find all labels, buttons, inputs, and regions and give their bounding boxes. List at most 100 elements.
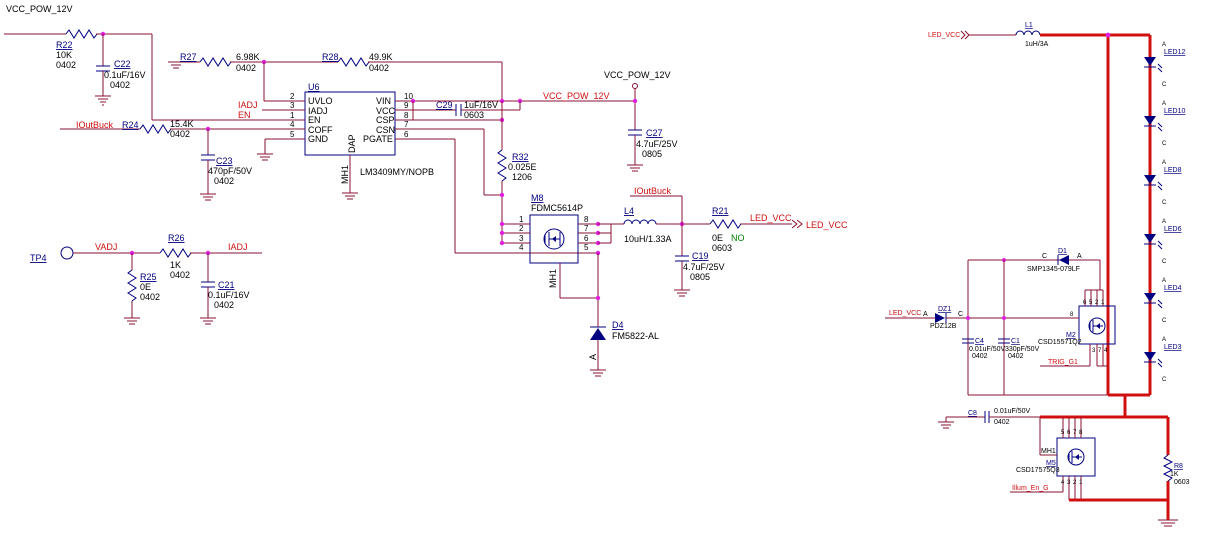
u6-mh: MH1 bbox=[340, 165, 350, 184]
u6-pin4-num: 4 bbox=[290, 120, 295, 129]
net-label-led-vcc-port: LED_VCC bbox=[806, 220, 848, 230]
r27-r28-section: R27 6.98K 0402 R28 49.9K 0402 bbox=[168, 52, 503, 102]
r22-symbol bbox=[65, 29, 98, 39]
led-pin-a: A bbox=[1162, 42, 1166, 48]
l1-value: 1uH/3A bbox=[1025, 41, 1049, 48]
r21-symbol bbox=[709, 219, 742, 229]
r22-value: 10K bbox=[56, 50, 72, 60]
u6-part: LM3409MY/NOPB bbox=[360, 167, 434, 177]
c8-ref: C8 bbox=[968, 410, 977, 417]
r25-pkg: 0402 bbox=[140, 292, 160, 302]
d1-value: SMP1345-079LF bbox=[1027, 266, 1080, 273]
c19-pkg: 0805 bbox=[690, 272, 710, 282]
led-ref: LED6 bbox=[1164, 226, 1182, 233]
r32-ref: R32 bbox=[512, 152, 529, 162]
net-label-ioutbuck-in: IOutBuck bbox=[76, 120, 114, 130]
r24-ref: R24 bbox=[122, 120, 139, 130]
u6-pin10-num: 10 bbox=[404, 92, 413, 101]
r21-value: 0E bbox=[712, 233, 723, 243]
r26-pkg: 0402 bbox=[170, 270, 190, 280]
l1-ref: L1 bbox=[1025, 22, 1033, 29]
svg-text:5: 5 bbox=[584, 243, 589, 252]
net-label-ioutbuck-out: IOutBuck bbox=[634, 186, 672, 196]
r28-symbol bbox=[337, 57, 370, 67]
r22-pkg: 0402 bbox=[56, 60, 76, 70]
c27-ref: C27 bbox=[646, 128, 663, 138]
u6-pin-gnd: GND bbox=[308, 134, 329, 144]
m5-body bbox=[1056, 437, 1096, 477]
led-pin-a: A bbox=[1162, 278, 1166, 284]
r27-symbol bbox=[199, 57, 232, 67]
led-pin-c: C bbox=[1162, 200, 1167, 206]
led-ref: LED8 bbox=[1164, 167, 1182, 174]
r24-pkg: 0402 bbox=[170, 129, 190, 139]
d1-ref: D1 bbox=[1058, 248, 1067, 255]
u6-pin9-num: 9 bbox=[404, 101, 409, 110]
c23-pkg: 0402 bbox=[214, 176, 234, 186]
led-pin-c: C bbox=[1162, 259, 1167, 265]
led-triangle bbox=[1144, 293, 1156, 302]
r24-value: 15.4K bbox=[170, 119, 194, 129]
net-label-vcc-top: VCC_POW_12V bbox=[6, 4, 73, 14]
svg-text:3: 3 bbox=[519, 234, 524, 243]
svg-text:2: 2 bbox=[519, 224, 524, 233]
r28-pkg: 0402 bbox=[369, 63, 389, 73]
u6-pin8-num: 8 bbox=[404, 111, 409, 120]
c4-ref: C4 bbox=[975, 338, 984, 345]
c27-value: 4.7uF/25V bbox=[636, 139, 678, 149]
c8-pkg: 0402 bbox=[994, 419, 1010, 426]
u6-pin-en: EN bbox=[308, 115, 321, 125]
svg-text:7: 7 bbox=[1098, 348, 1102, 354]
m8-body bbox=[529, 214, 579, 264]
ground-symbol-u6-gnd bbox=[257, 153, 273, 161]
svg-text:6: 6 bbox=[584, 234, 589, 243]
m5-value: CSD17575Q3 bbox=[1016, 467, 1060, 474]
m5-switch-section: C8 0.01uF/50V 0402 5 6 7 8 MH1 M5 CSD175… bbox=[938, 408, 1190, 527]
ground-symbol-c21 bbox=[200, 317, 216, 325]
tp4-ref: TP4 bbox=[30, 253, 47, 263]
u6-right-wiring: C29 1uF/16V 0603 VCC_POW_12V bbox=[410, 91, 610, 254]
c8-value: 0.01uF/50V bbox=[994, 408, 1031, 415]
r25-value: 0E bbox=[140, 282, 151, 292]
led-string-section: LED_VCC L1 1uH/3A LED12ACLED10ACLED8ACLE… bbox=[928, 22, 1186, 419]
u6-pin-csn: CSN bbox=[376, 125, 395, 135]
net-label-illum: Illum_En_G bbox=[1012, 485, 1049, 492]
led-triangle bbox=[1144, 175, 1156, 184]
u6-pin3-num: 3 bbox=[290, 101, 295, 110]
net-label-iadj-out: IADJ bbox=[228, 242, 248, 252]
svg-text:6: 6 bbox=[1083, 300, 1087, 306]
d4-anode: A bbox=[588, 354, 598, 360]
c19-ref: C19 bbox=[692, 251, 709, 261]
u6-pin-coff: COFF bbox=[308, 125, 333, 135]
output-filter: L4 10uH/1.33A IOutBuck C19 4.7uF/25V 080… bbox=[611, 186, 848, 297]
r32-pkg: 1206 bbox=[512, 172, 532, 182]
m5-mh: MH1 bbox=[1041, 448, 1056, 455]
ground-symbol-c19 bbox=[674, 289, 690, 297]
svg-text:8: 8 bbox=[1079, 430, 1083, 436]
net-label-led-vcc-dz: LED_VCC bbox=[889, 310, 921, 317]
svg-text:4: 4 bbox=[1104, 348, 1108, 354]
dz1-ref: DZ1 bbox=[938, 306, 951, 313]
svg-text:8: 8 bbox=[584, 215, 589, 224]
r25-ref: R25 bbox=[140, 272, 157, 282]
c29-pkg: 0603 bbox=[464, 110, 484, 120]
c23-ref: C23 bbox=[216, 156, 233, 166]
r21-ref: R21 bbox=[712, 206, 729, 216]
net-label-trig: TRIG_G1 bbox=[1048, 359, 1078, 366]
vadj-section: TP4 VADJ R26 1K 0402 IADJ R25 0E 0402 C2… bbox=[30, 233, 262, 325]
c29-value: 1uF/16V bbox=[464, 100, 498, 110]
r21-note: NO bbox=[731, 233, 745, 243]
r28-ref: R28 bbox=[322, 52, 339, 62]
r27-value: 6.98K bbox=[236, 52, 260, 62]
m2-body bbox=[1078, 305, 1116, 345]
r25-symbol bbox=[127, 269, 137, 302]
d4-value: FM5822-AL bbox=[612, 331, 659, 341]
r28-value: 49.9K bbox=[369, 52, 393, 62]
svg-text:2: 2 bbox=[1095, 300, 1099, 306]
m8-ref: M8 bbox=[531, 193, 544, 203]
led-emission-arrows bbox=[1157, 358, 1163, 368]
r24-c23-section: IOutBuck R24 15.4K 0402 C23 470pF/50V 04… bbox=[60, 119, 287, 201]
